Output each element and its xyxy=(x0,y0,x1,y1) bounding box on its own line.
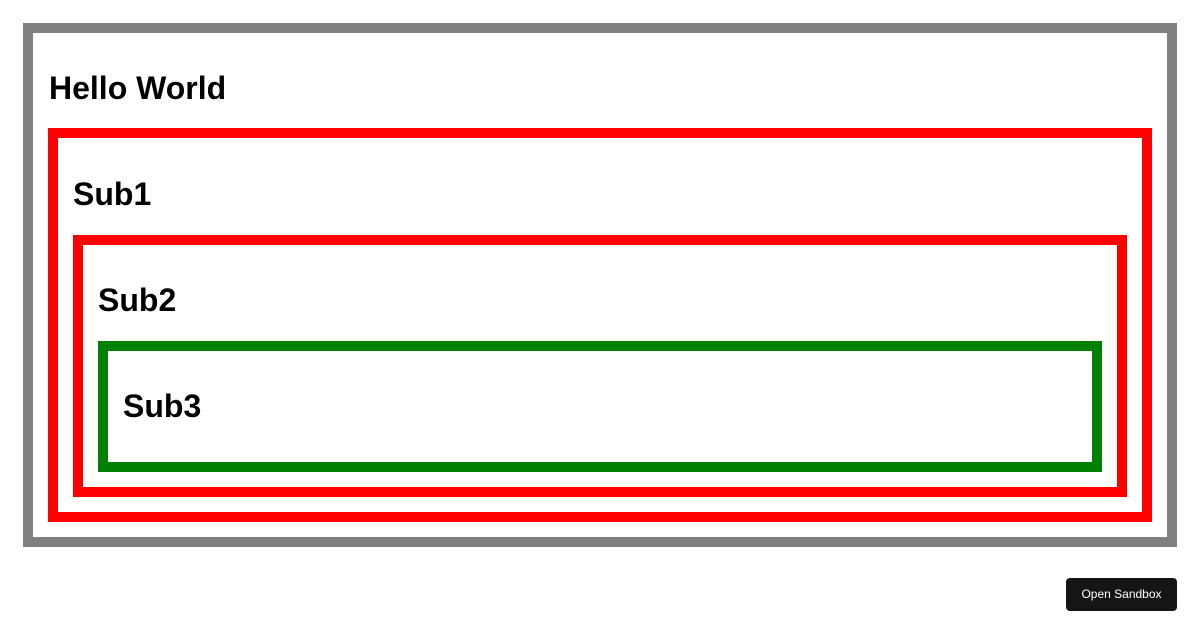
hello-world-heading: Hello World xyxy=(49,70,227,106)
sub1-heading: Sub1 xyxy=(73,176,152,212)
open-sandbox-button[interactable]: Open Sandbox xyxy=(1066,578,1177,611)
sub2-heading: Sub2 xyxy=(98,282,177,318)
sub3-heading: Sub3 xyxy=(123,388,202,424)
sub1-box xyxy=(48,128,1152,522)
sub3-box xyxy=(98,341,1102,472)
outer-box xyxy=(23,23,1177,547)
sub2-box xyxy=(73,235,1127,497)
